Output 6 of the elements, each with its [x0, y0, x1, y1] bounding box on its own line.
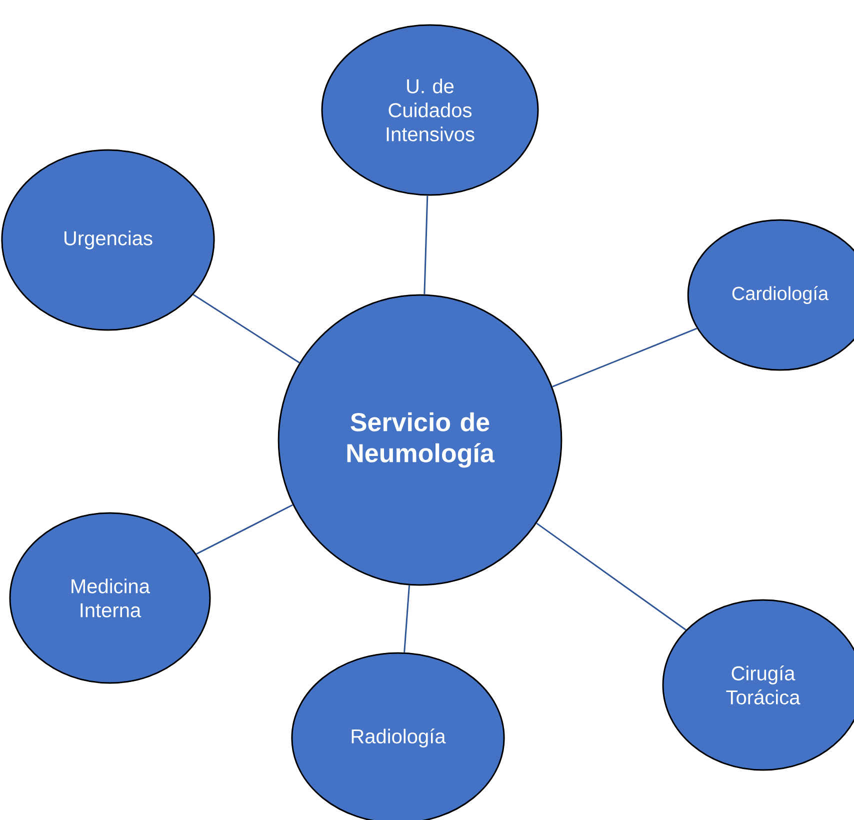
connector-line — [192, 294, 300, 364]
connector-line — [536, 522, 686, 630]
connector-line — [404, 585, 410, 652]
connector-line — [424, 196, 428, 294]
connector-line — [196, 504, 294, 555]
connector-line — [552, 328, 698, 388]
